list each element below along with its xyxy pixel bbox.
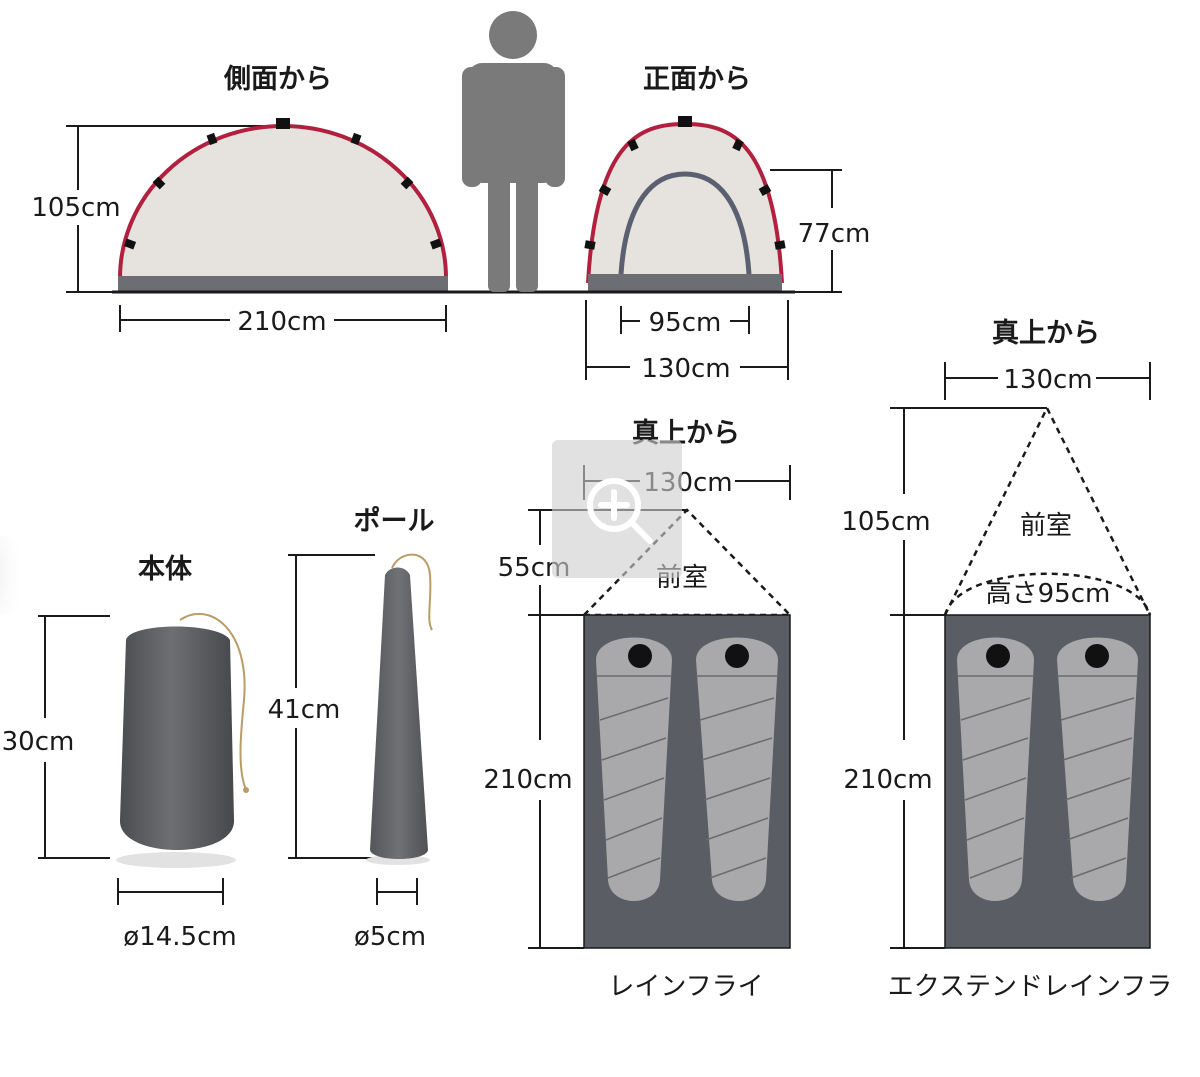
pole-label: ポール bbox=[354, 506, 435, 537]
extend-vestibule-label: 前室 bbox=[1020, 511, 1072, 541]
side-tent-body bbox=[120, 126, 446, 278]
sleeping-bag bbox=[1057, 637, 1138, 901]
front-tent-body bbox=[588, 124, 782, 283]
body-bag: 本体 30cm ø14.5cm bbox=[2, 554, 249, 952]
side-length-dim: 210cm bbox=[237, 307, 326, 337]
extend-top-label: 真上から bbox=[992, 318, 1100, 349]
side-view: 側面から 105cm 210cm bbox=[31, 64, 590, 337]
pole-bag-shape bbox=[370, 567, 428, 859]
front-view: 正面から 77cm 95cm 130cm bbox=[580, 64, 870, 384]
front-inner-pole bbox=[618, 171, 752, 275]
rainfly-top-view: 真上から 130cm 前室 55cm 210cm bbox=[483, 418, 791, 1002]
sleeping-bag bbox=[696, 637, 778, 901]
extend-vestibule-height: 高さ95cm bbox=[986, 579, 1111, 609]
side-tent-floor bbox=[118, 276, 448, 292]
person-silhouette bbox=[462, 11, 565, 292]
extend-width-dim: 130cm bbox=[1003, 365, 1092, 395]
body-diameter-dim: ø14.5cm bbox=[123, 922, 236, 952]
zoom-button[interactable] bbox=[552, 440, 682, 578]
extend-vestibule-dim: 105cm bbox=[841, 507, 930, 537]
sleeping-bag bbox=[957, 637, 1034, 901]
extend-caption: エクステンドレインフラ bbox=[888, 972, 1172, 1002]
front-tent-floor bbox=[588, 274, 782, 292]
body-height-dim: 30cm bbox=[2, 727, 75, 757]
rainfly-caption: レインフライ bbox=[608, 972, 763, 1002]
extend-length-dim: 210cm bbox=[843, 765, 932, 795]
rainfly-length-dim: 210cm bbox=[483, 765, 572, 795]
pole-diameter-dim: ø5cm bbox=[354, 922, 426, 952]
front-height-dim: 77cm bbox=[798, 219, 871, 249]
zoom-in-icon bbox=[587, 478, 653, 544]
front-inner-width-dim: 95cm bbox=[649, 308, 722, 338]
body-label: 本体 bbox=[138, 554, 193, 585]
sleeping-bag bbox=[596, 637, 672, 901]
pole-height-dim: 41cm bbox=[268, 695, 341, 725]
pole-bag: ポール 41cm ø5cm bbox=[268, 506, 435, 952]
front-view-label: 正面から bbox=[643, 64, 751, 95]
extend-rainfly-top-view: 真上から 130cm 前室 高さ95cm 105cm 210cm bbox=[841, 318, 1172, 1002]
side-height-dim: 105cm bbox=[31, 193, 120, 223]
body-bag-shape bbox=[119, 626, 235, 850]
front-width-dim: 130cm bbox=[641, 354, 730, 384]
side-view-label: 側面から bbox=[223, 64, 332, 95]
edge-shadow bbox=[0, 535, 30, 615]
